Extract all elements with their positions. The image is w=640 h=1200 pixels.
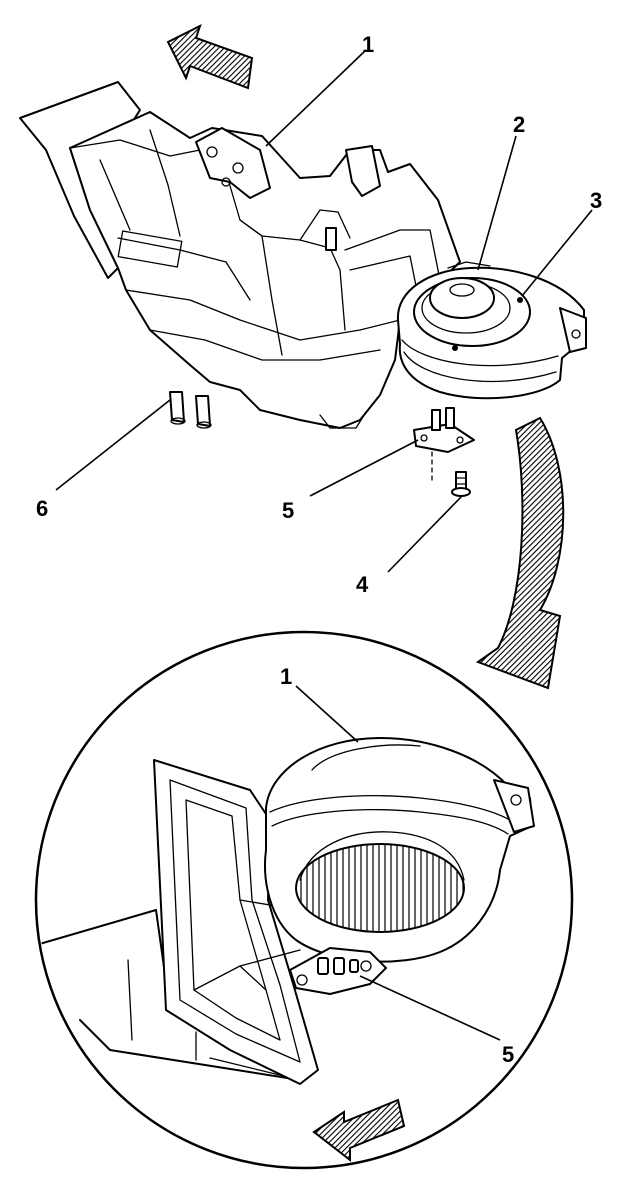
callout-1-top: 1 xyxy=(362,32,374,57)
case-body xyxy=(69,111,461,429)
detail-view-arrow xyxy=(475,416,565,690)
callout-1-detail: 1 xyxy=(280,664,292,689)
callout-2: 2 xyxy=(513,112,525,137)
blower-motor-top xyxy=(396,261,587,400)
hvac-module-assembly xyxy=(19,24,461,429)
callout-4: 4 xyxy=(356,572,369,597)
connector-top xyxy=(413,407,475,481)
callout-5-detail: 5 xyxy=(502,1042,514,1067)
callout-5-top: 5 xyxy=(282,498,294,523)
direction-arrow-top xyxy=(166,24,254,90)
callout-3: 3 xyxy=(590,188,602,213)
callout-6: 6 xyxy=(36,496,48,521)
screw xyxy=(451,471,471,497)
direction-arrow-bottom xyxy=(312,1098,406,1163)
upper-bracket xyxy=(195,127,271,199)
detail-view: 1 5 xyxy=(34,630,574,1170)
